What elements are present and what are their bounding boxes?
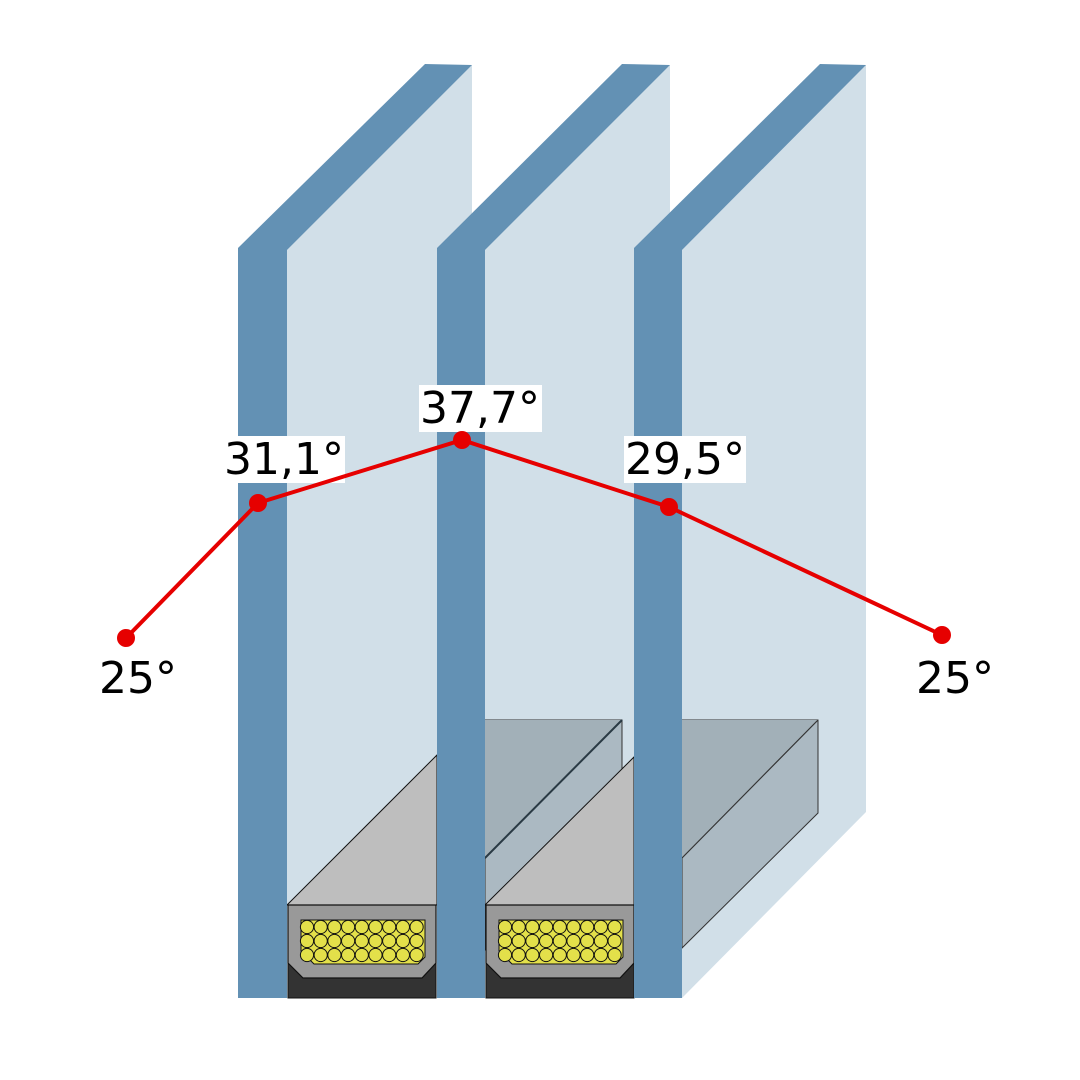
desiccant-bead [607,933,622,949]
desiccant-bead [327,947,342,963]
label-bg-pane3 [624,436,746,483]
desiccant-bead [313,933,328,949]
desiccant-bead [313,947,328,963]
desiccant-bead [354,933,369,949]
desiccant-bead [580,933,595,949]
desiccant-bead [299,933,315,949]
desiccant-bead [539,919,554,935]
desiccant-bead [395,947,410,963]
desiccant-bead [539,947,554,963]
desiccant-bead [299,947,315,963]
label-bg-pane2 [419,385,542,432]
desiccant-bead [497,919,513,935]
temp-label-pane1: 31,1° [224,434,344,485]
spacer-1-front [287,904,437,999]
point-outside-left [117,629,135,647]
desiccant-bead [409,947,424,963]
desiccant-bead [368,933,383,949]
desiccant-bead [525,933,540,949]
desiccant-bead [354,947,369,963]
pane-3 [634,64,866,998]
desiccant-bead [580,919,595,935]
desiccant-bead [341,933,356,949]
desiccant-bead [395,919,410,935]
desiccant-bead [525,947,540,963]
pane-1-body [287,65,472,998]
desiccant-bead [607,919,622,935]
desiccant-bead [409,919,424,935]
desiccant-bead [539,933,554,949]
desiccant-bead [593,919,609,935]
desiccant-bead [313,919,328,935]
desiccant-bead [593,933,609,949]
desiccant-bead [409,933,424,949]
desiccant-bead [382,947,397,963]
desiccant-bead [341,919,356,935]
desiccant-bead [552,919,567,935]
desiccant-bead [395,933,410,949]
desiccant-bead [511,933,526,949]
desiccant-bead [511,919,526,935]
desiccant-bead [341,947,356,963]
desiccant-bead [368,919,383,935]
point-pane3 [660,498,678,516]
desiccant-bead [593,947,609,963]
desiccant-bead [566,919,581,935]
label-bg-pane1 [224,436,345,483]
temp-label-outside-left: 25° [99,653,177,704]
desiccant-bead [382,933,397,949]
desiccant-bead [354,919,369,935]
point-outside-right [933,626,951,644]
desiccant-bead [552,947,567,963]
temp-label-pane2: 37,7° [420,383,540,434]
desiccant-bead [497,947,513,963]
desiccant-bead [382,919,397,935]
pane-2 [437,64,670,998]
desiccant-bead [368,947,383,963]
desiccant-bead [580,947,595,963]
temp-label-pane3: 29,5° [625,434,745,485]
desiccant-bead [566,933,581,949]
point-pane1 [249,494,267,512]
desiccant-bead [327,933,342,949]
desiccant-bead [497,933,513,949]
pane-1 [238,64,472,998]
desiccant-bead [607,947,622,963]
point-pane2 [453,431,471,449]
desiccant-bead [299,919,315,935]
desiccant-bead [525,919,540,935]
desiccant-bead [552,933,567,949]
temp-label-outside-right: 25° [916,653,994,704]
spacer-2-rear [681,719,819,950]
desiccant-bead [566,947,581,963]
desiccant-bead [511,947,526,963]
desiccant-bead [327,919,342,935]
spacer-2-front [485,904,635,999]
